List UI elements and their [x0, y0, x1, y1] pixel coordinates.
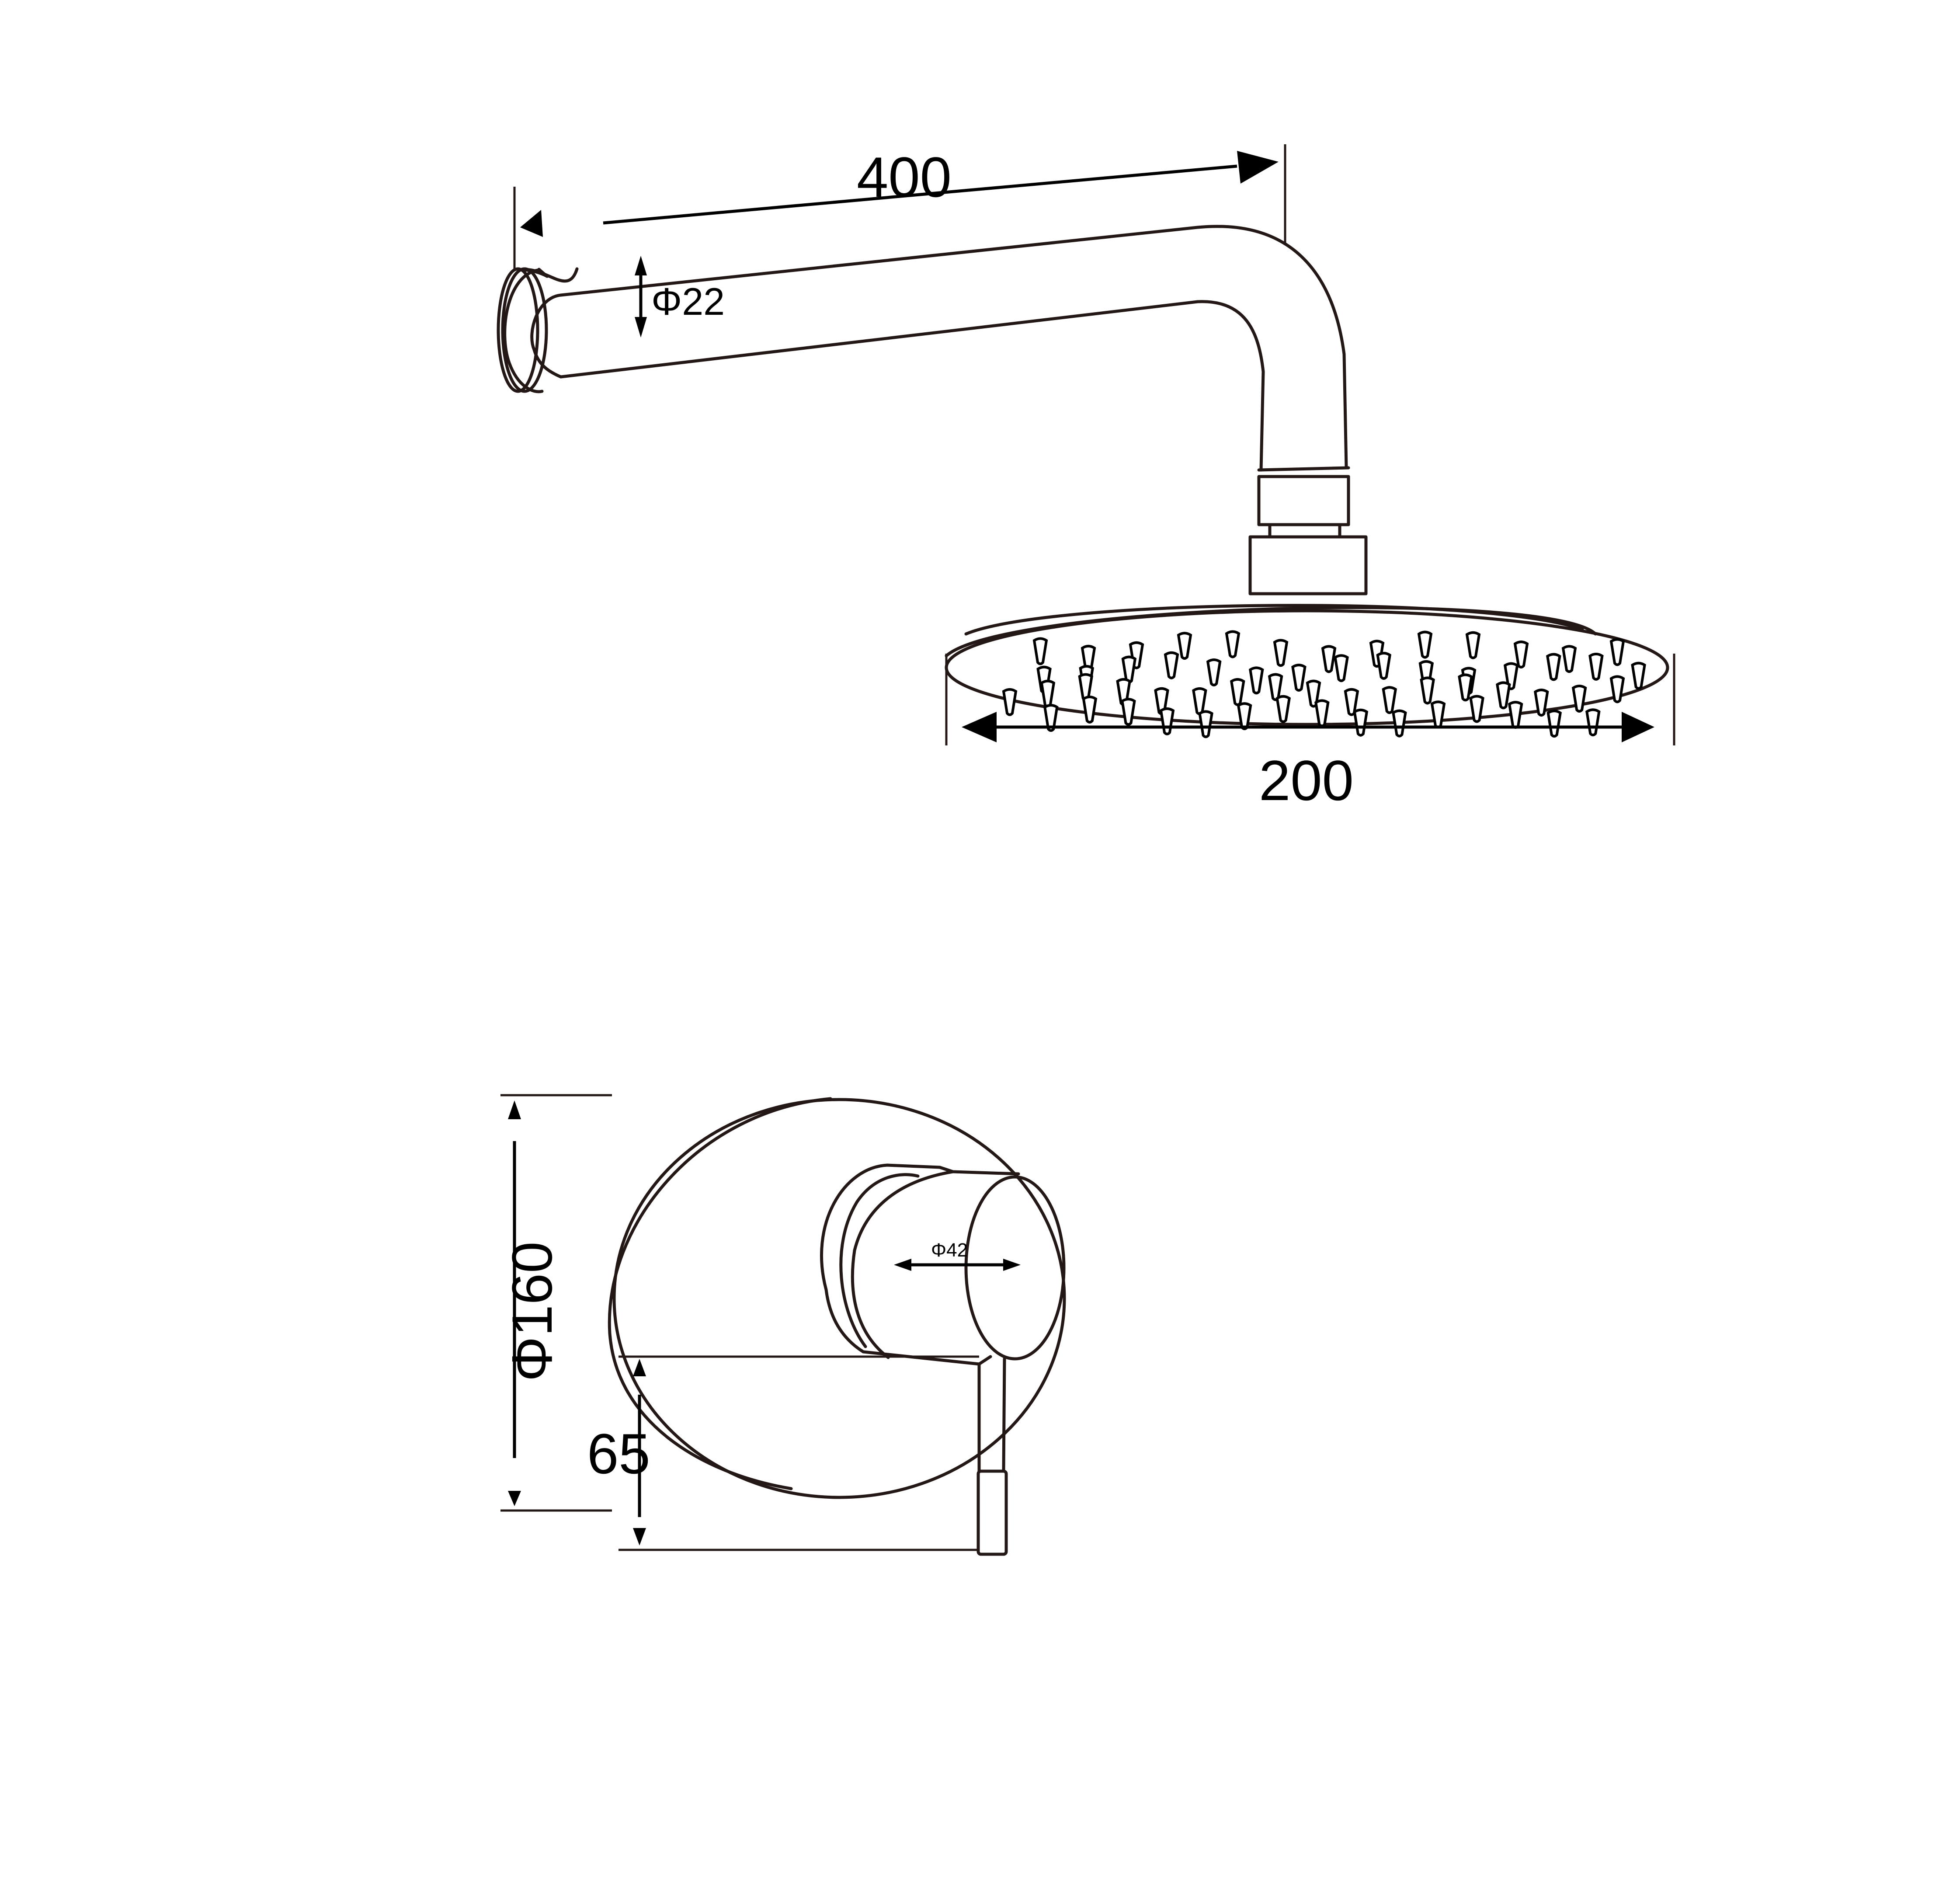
lever-length-label: 65: [587, 1422, 650, 1486]
nozzle-icon: [1430, 700, 1446, 729]
nozzle-icon: [1249, 666, 1264, 695]
nozzle-icon: [1353, 708, 1369, 737]
nozzle-icon: [1420, 676, 1435, 705]
nozzle-icon: [1392, 709, 1407, 738]
nozzle-icon: [1121, 698, 1136, 726]
plate-diameter-label: Φ160: [500, 1242, 564, 1382]
pipe-diameter-label: Φ22: [651, 280, 725, 323]
head-top-rim: [945, 606, 1597, 658]
plate-outer: [612, 1098, 1066, 1499]
spray-nozzles: [1002, 630, 1646, 738]
nozzle-icon: [1082, 696, 1098, 724]
arm-length-label: 400: [857, 145, 952, 209]
nozzle-icon: [1275, 695, 1291, 723]
nozzle-icon: [1321, 645, 1337, 673]
head-diameter-dimension: 200: [945, 654, 1675, 812]
shower-arm: [497, 225, 1368, 595]
nozzle-icon: [1571, 684, 1587, 713]
nozzle-icon: [1237, 702, 1252, 731]
nozzle-icon: [1291, 664, 1307, 692]
pipe-outline-bottom: [559, 300, 1265, 472]
nozzle-icon: [1561, 645, 1577, 673]
nozzle-icon: [1546, 653, 1561, 681]
nozzle-icon: [1609, 638, 1625, 666]
nozzle-icon: [1546, 710, 1562, 738]
nozzle-icon: [1230, 678, 1245, 706]
nozzle-icon: [1631, 661, 1646, 690]
pipe-diameter-dimension: Φ22: [635, 256, 725, 338]
nozzle-icon: [1043, 704, 1059, 732]
nozzle-icon: [1382, 686, 1397, 714]
handle-diameter-label: Φ42: [931, 1239, 968, 1261]
head-diameter-label: 200: [1259, 748, 1354, 812]
nozzle-icon: [1469, 695, 1484, 723]
nozzle-icon: [1496, 681, 1511, 710]
lever-grip: [976, 1469, 1008, 1556]
nozzle-icon: [1458, 673, 1473, 702]
pipe-outline-top: [559, 225, 1348, 470]
nozzle-icon: [1314, 699, 1330, 727]
nozzle-icon: [1334, 654, 1349, 682]
nozzle-icon: [1159, 707, 1175, 735]
lever-length-dimension: 65: [587, 1355, 979, 1551]
nozzle-icon: [1225, 630, 1241, 658]
head-stem: [1248, 535, 1368, 595]
nozzle-icon: [1164, 651, 1179, 679]
pipe-end: [530, 293, 563, 379]
nozzle-icon: [1206, 658, 1222, 686]
nozzle-icon: [1002, 688, 1018, 716]
nozzle-icon: [1192, 687, 1207, 715]
handle-diameter-dimension: Φ42: [894, 1239, 1021, 1271]
nozzle-icon: [1513, 640, 1529, 669]
nozzle-icon: [1417, 630, 1433, 659]
mixer-plate: [608, 1097, 1066, 1556]
handle-ring: [851, 1170, 955, 1359]
nozzle-icon: [1465, 631, 1481, 659]
nozzle-icon: [1588, 652, 1604, 681]
nozzle-icon: [1177, 632, 1192, 660]
wall-flange-back: [497, 267, 539, 393]
nozzle-icon: [1198, 710, 1213, 738]
nozzle-icon: [1273, 639, 1289, 667]
nozzle-icon: [1032, 637, 1048, 665]
nozzle-icon: [1533, 689, 1549, 717]
plate-diameter-dimension: Φ160: [500, 1094, 612, 1512]
nozzle-icon: [1508, 701, 1523, 729]
nozzle-icon: [1376, 651, 1391, 680]
nozzle-icon: [1585, 708, 1601, 737]
nozzle-icon: [1609, 675, 1625, 703]
plate-edge: [608, 1097, 832, 1490]
arm-length-dimension: 400: [513, 144, 1286, 269]
handle-cap: [964, 1175, 1066, 1361]
connector-nut: [1257, 475, 1350, 526]
shower-head: [945, 604, 1669, 738]
nozzle-icon: [1040, 679, 1056, 708]
